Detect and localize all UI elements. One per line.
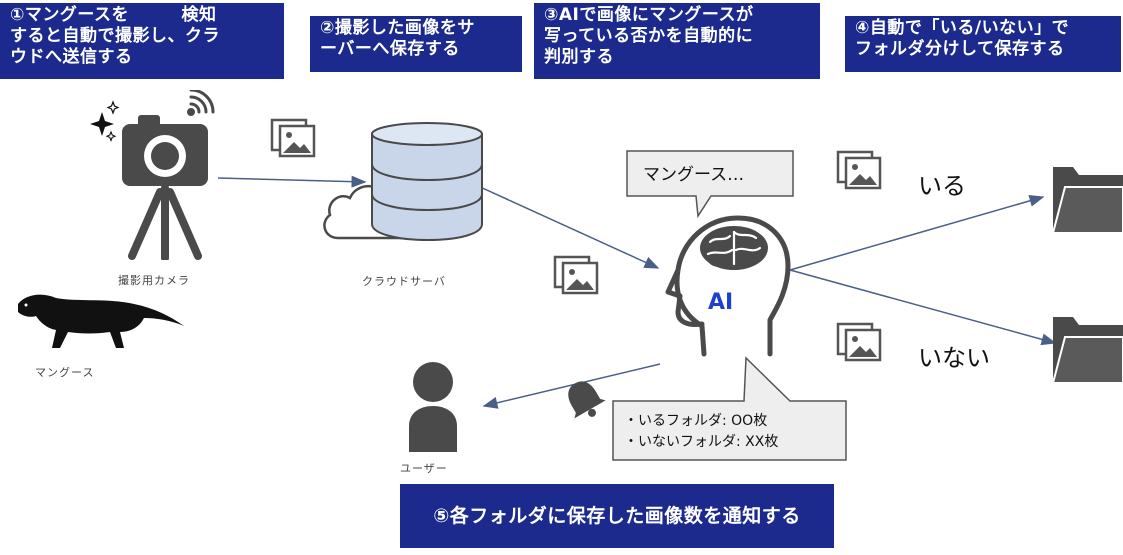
step-4-banner: ④自動で「いる/いない」で フォルダ分けして保存する [845,16,1121,72]
absent-label: いない [918,344,990,372]
arrow-camera-to-cloud [217,175,367,188]
image-icon [270,118,316,158]
bell-icon [568,381,606,419]
mongoose-label: マングース [35,366,95,379]
notification-bubble-shape [612,356,847,461]
arrow-cloud-to-ai [477,185,660,269]
folder-icon [1051,317,1123,384]
sparkle-icon [90,100,120,143]
user-label: ユーザー [400,462,448,475]
step-2-banner: ②撮影した画像をサ ーバーへ保存する [310,16,522,72]
cloud-server-label: クラウドサーバ [362,275,446,288]
mongoose-icon [18,294,184,348]
ai-text: AI [708,290,734,315]
folder-icon [1051,167,1123,234]
wifi-icon [187,90,215,116]
tripod-icon [128,184,202,260]
present-label: いる [918,172,966,200]
step-3-banner: ③AIで画像にマングースが 写っている否かを自動的に 判別する [534,3,820,79]
arrow-ai-to-absent-folder [789,269,1057,346]
image-icon [836,150,882,190]
notification-line-2: ・いないフォルダ: XX枚 [624,434,779,450]
image-icon [836,322,882,362]
image-icon [553,255,599,295]
user-icon [409,362,457,452]
camera-icon [90,90,215,260]
step-5-banner: ⑤各フォルダに保存した画像数を通知する [400,484,834,548]
arrow-ai-to-present-folder [789,194,1045,271]
ai-thought-bubble-shape [626,150,794,219]
ai-thought-text: マングース… [643,165,745,185]
database-icon [323,122,483,242]
arrow-ai-to-user [482,363,661,409]
head-icon [665,215,791,357]
step-1-banner: ①マングースを 検知 すると自動で撮影し、クラ ウドへ送信する [0,3,284,79]
notification-line-1: ・いるフォルダ: OO枚 [624,413,768,429]
camera-label: 撮影用カメラ [118,274,190,287]
